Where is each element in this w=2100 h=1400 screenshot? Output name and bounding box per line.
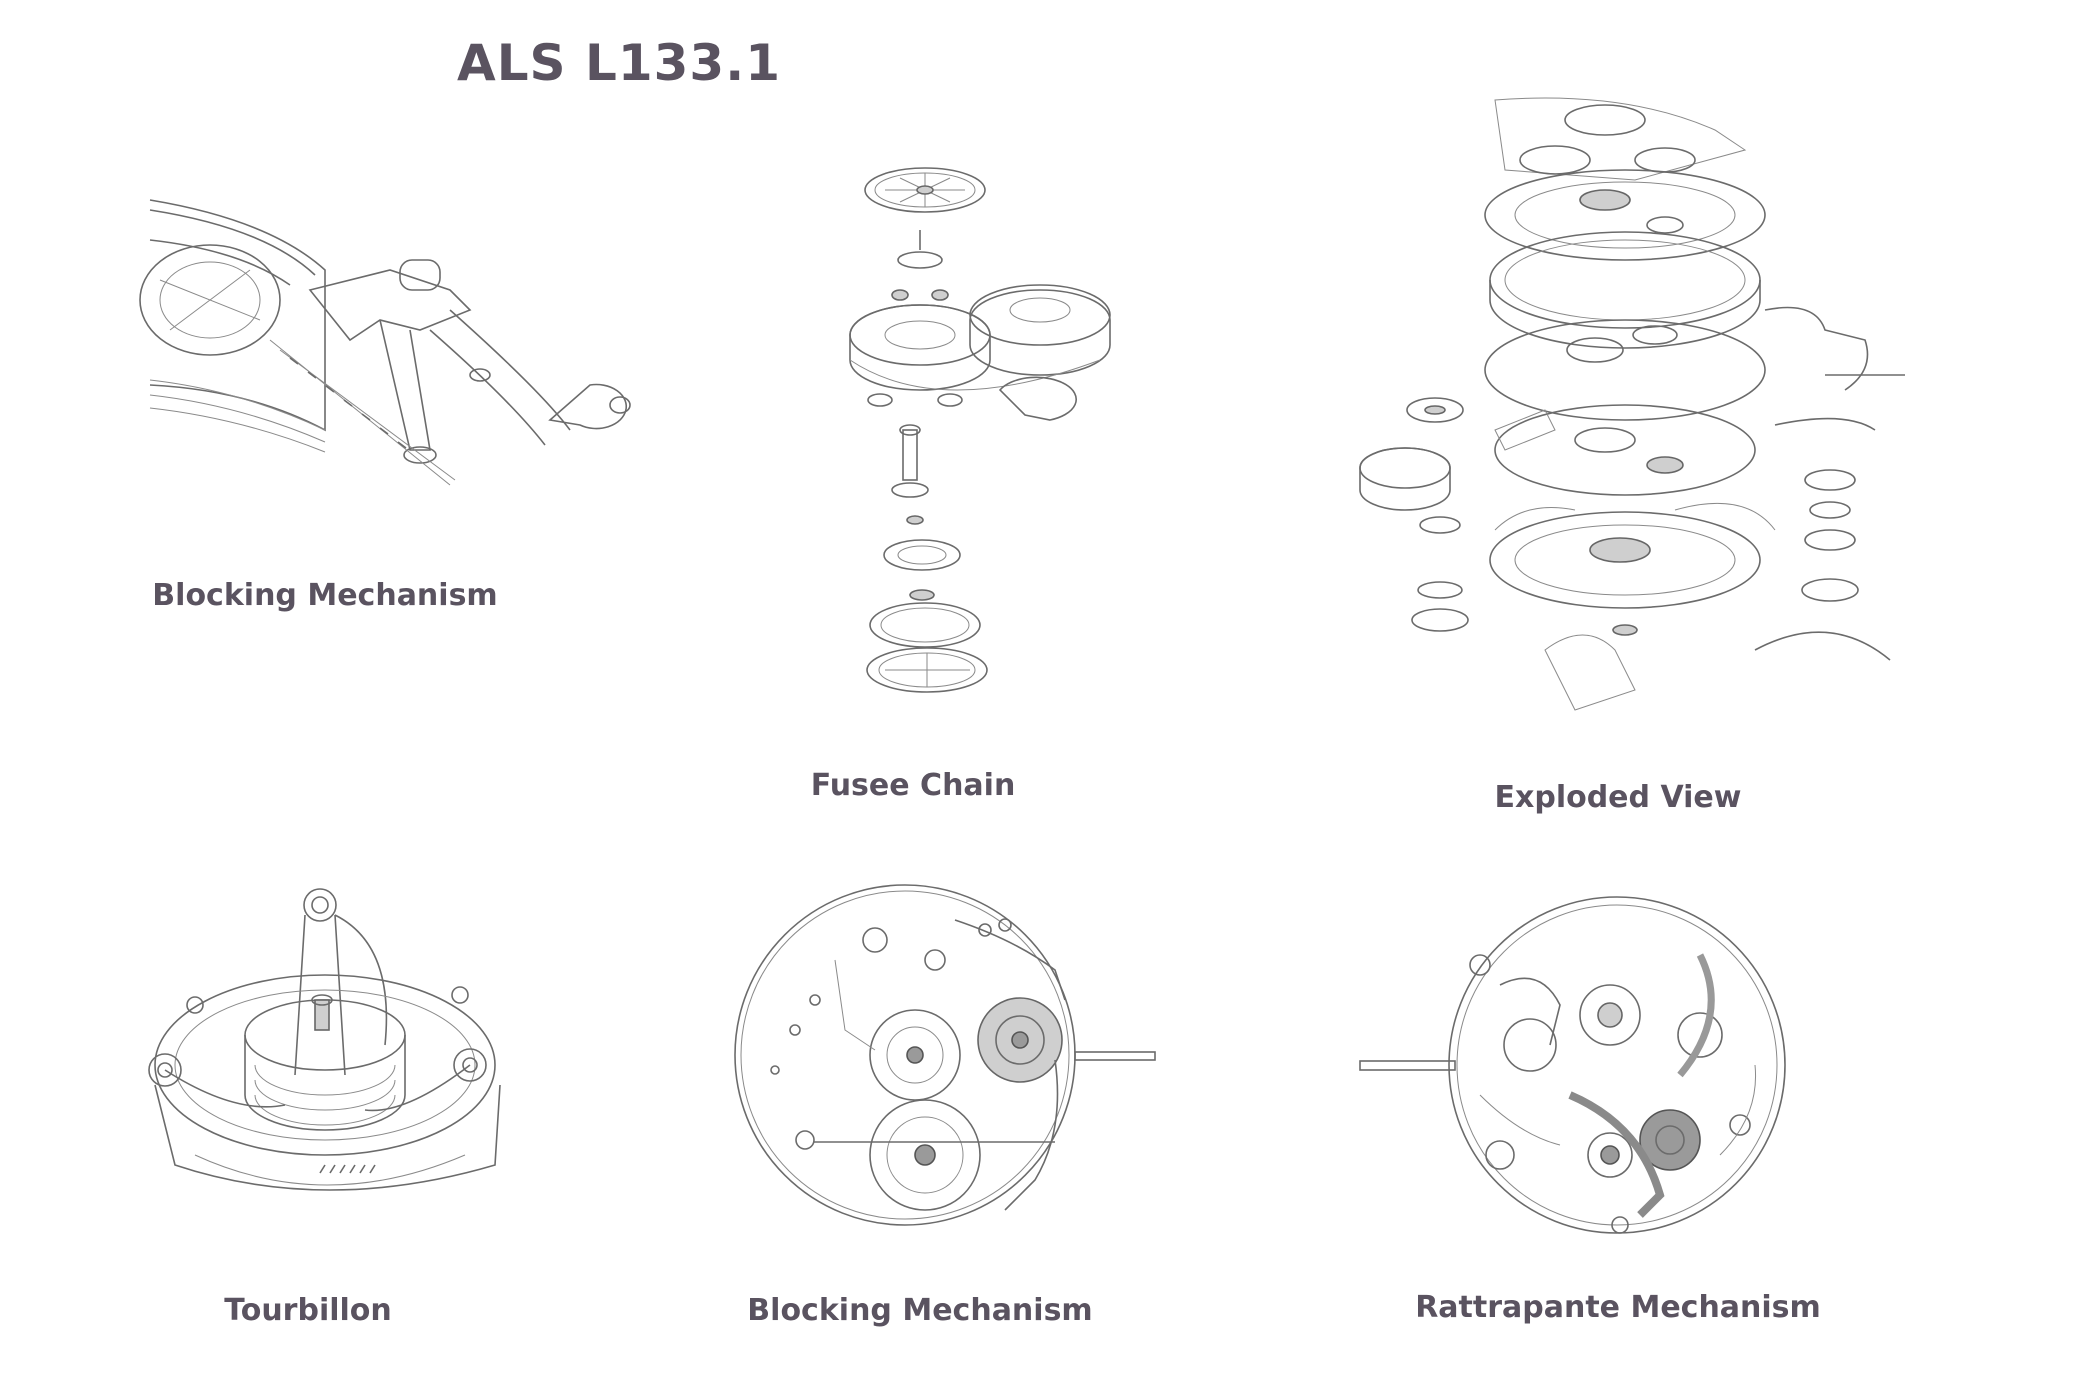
caption-blocking-mechanism-2: Blocking Mechanism	[747, 1293, 1093, 1328]
caption-tourbillon: Tourbillon	[224, 1293, 392, 1328]
caption-fusee-chain: Fusee Chain	[810, 768, 1016, 803]
caption-rattrapante-mechanism: Rattrapante Mechanism	[1415, 1290, 1821, 1325]
blocking-mechanism-detail-drawing	[139, 199, 631, 486]
exploded-view-drawing	[1359, 97, 1905, 711]
page-title: ALS L133.1	[457, 34, 781, 92]
blocking-mechanism-movement-drawing	[734, 884, 1156, 1226]
tourbillon-drawing	[148, 888, 501, 1191]
caption-blocking-mechanism-1: Blocking Mechanism	[152, 578, 498, 613]
fusee-chain-drawing	[849, 167, 1111, 693]
caption-exploded-view: Exploded View	[1494, 780, 1742, 815]
rattrapante-mechanism-drawing	[1359, 896, 1786, 1234]
